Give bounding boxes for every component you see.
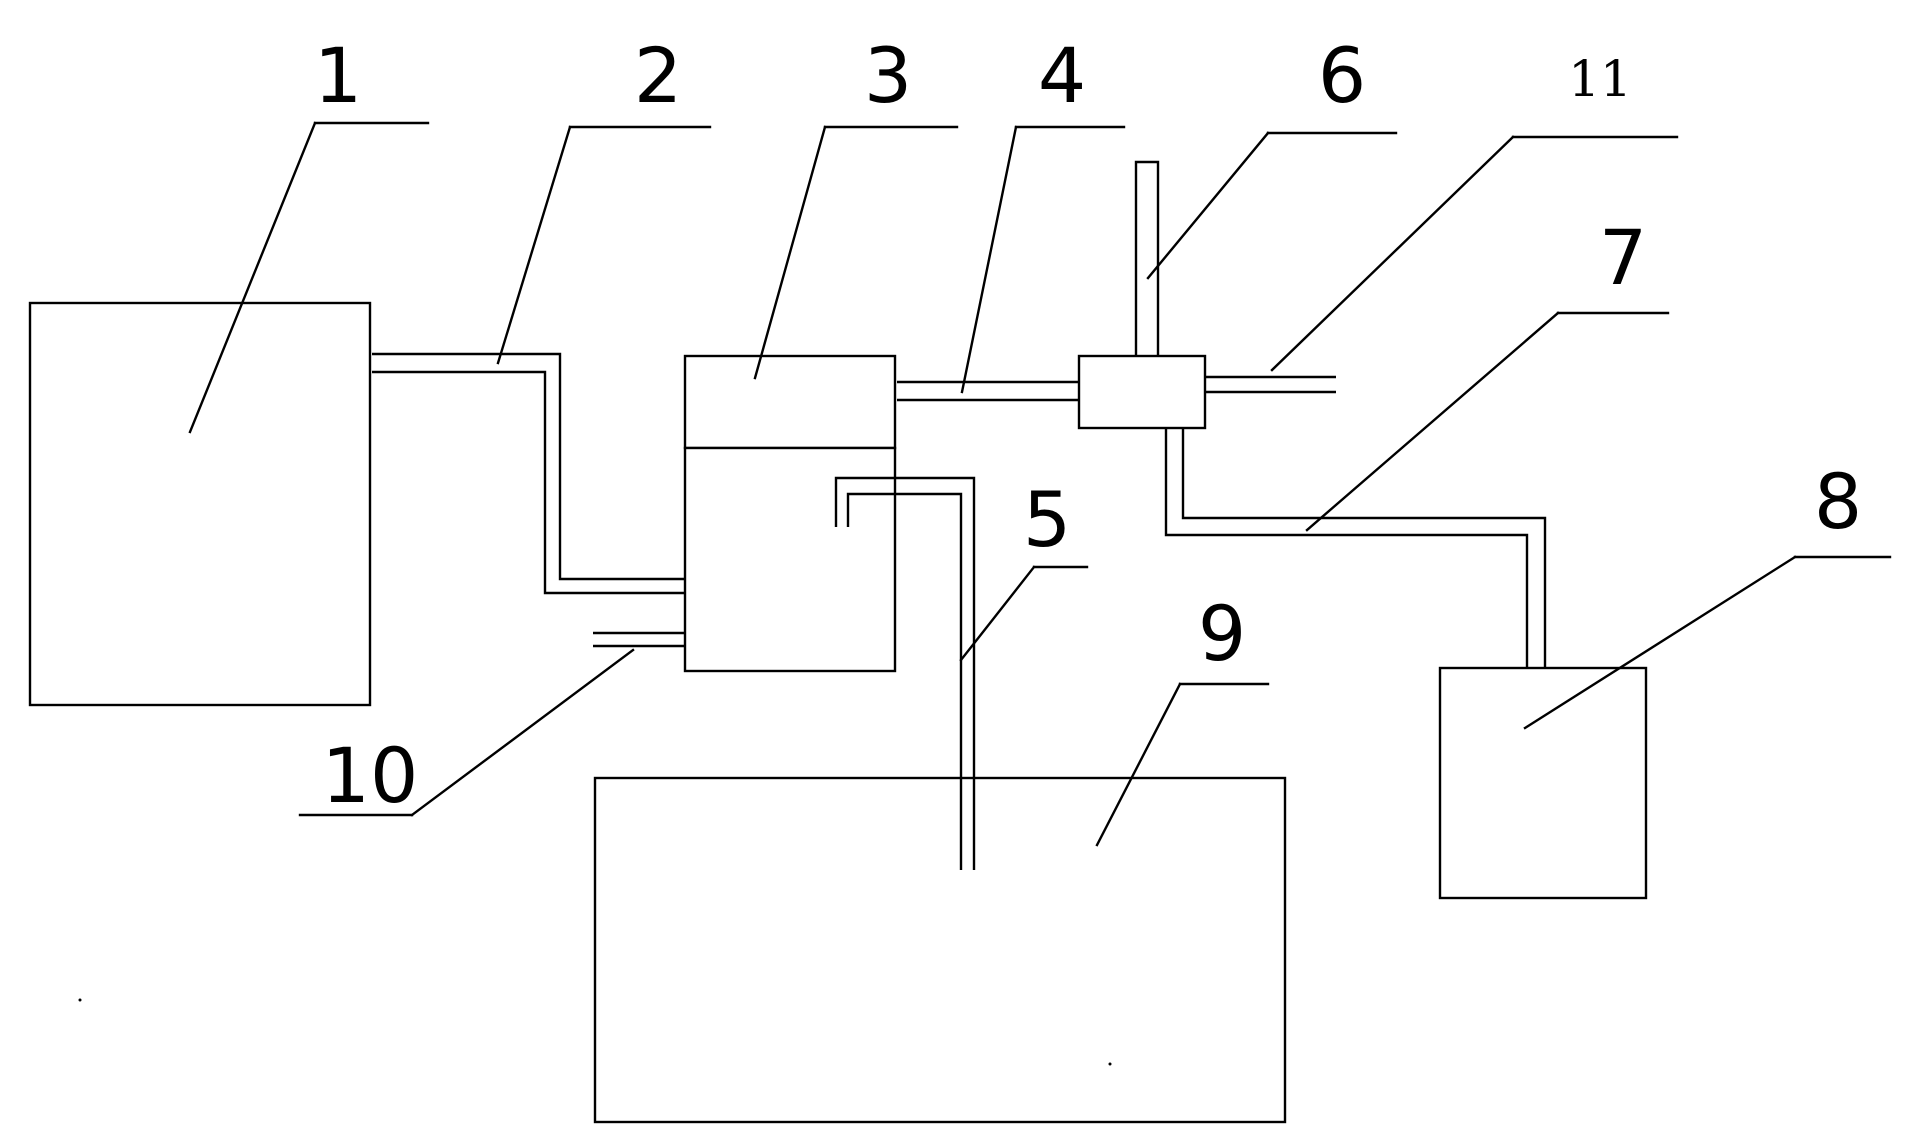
label-5: 5	[1023, 475, 1071, 564]
leader-5	[959, 565, 1036, 662]
leader-7	[1305, 311, 1560, 532]
pipe-2-outer	[372, 352, 685, 581]
label-2: 2	[634, 31, 682, 120]
pipe-5-outer	[834, 476, 976, 870]
component-3-box	[683, 354, 897, 450]
label-1: 1	[314, 31, 362, 120]
component-8-box	[1438, 666, 1648, 900]
leader-11	[1270, 135, 1515, 372]
leader-8	[1523, 555, 1797, 730]
leader-1	[188, 121, 317, 434]
component-3-body	[683, 446, 897, 673]
component-9-box	[593, 776, 1287, 1124]
pipe-2-inner	[372, 370, 685, 595]
label-7: 7	[1599, 213, 1647, 302]
leader-6	[1146, 131, 1270, 280]
label-6: 6	[1318, 31, 1366, 120]
pipe-5-inner	[846, 492, 963, 870]
leader-10	[410, 648, 635, 817]
speck-left	[78, 998, 82, 1002]
leader-4	[960, 125, 1018, 394]
label-3: 3	[864, 31, 912, 120]
leader-3	[753, 125, 827, 380]
label-9: 9	[1198, 589, 1246, 678]
pipe-7-inner	[1181, 428, 1547, 668]
label-8: 8	[1814, 457, 1862, 546]
component-1-box	[28, 301, 372, 707]
label-10: 10	[322, 731, 419, 820]
leader-2	[496, 125, 572, 365]
pipe-7-outer	[1164, 428, 1529, 668]
junction-block	[1077, 354, 1207, 430]
leader-9	[1095, 682, 1182, 847]
label-4: 4	[1038, 31, 1086, 120]
label-11: 11	[1568, 50, 1632, 108]
pipe-6	[1134, 160, 1160, 356]
speck-bottom	[1108, 1062, 1112, 1066]
